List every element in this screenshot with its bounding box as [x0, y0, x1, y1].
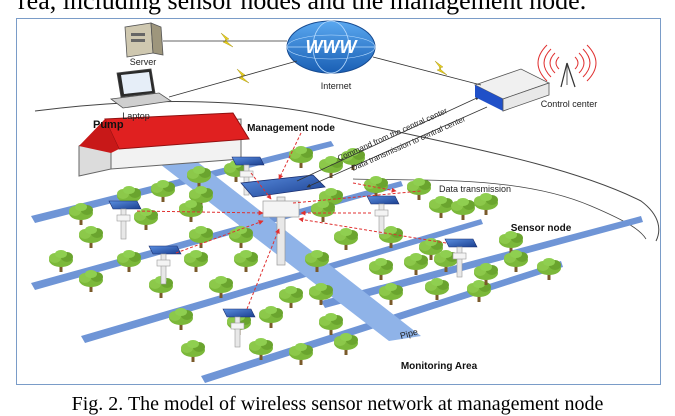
uplink-line	[296, 96, 480, 182]
internet-links	[163, 40, 482, 98]
www-label: WWW	[306, 37, 359, 57]
control-center-icon	[473, 62, 576, 112]
header-text: rea, including sensor nodes and the mana…	[18, 0, 587, 15]
server-icon	[124, 22, 164, 58]
control-center-label: Control center	[541, 99, 598, 109]
area-boundary	[34, 101, 660, 242]
laptop-icon	[109, 68, 173, 109]
monitoring-area-label: Monitoring Area	[401, 361, 478, 372]
data-transmission-label: Data transmission	[439, 184, 511, 194]
figure-frame: WWW Server Laptop Internet Control cente…	[16, 18, 661, 385]
internet-label: Internet	[321, 81, 352, 91]
signal-waves-icon	[537, 44, 597, 82]
area-boundary-inner	[352, 178, 647, 240]
internet-globe-icon	[286, 20, 376, 74]
management-node	[240, 174, 326, 266]
pipe	[156, 153, 421, 341]
sensor-node-label: Sensor node	[511, 223, 572, 234]
pump-label: Pump	[93, 119, 124, 131]
network-diagram: WWW Server Laptop Internet Control cente…	[31, 20, 660, 383]
figure-caption: Fig. 2. The model of wireless sensor net…	[71, 393, 604, 415]
lightning-icons	[220, 32, 448, 84]
wireless-links	[136, 132, 447, 310]
downlink-line	[306, 106, 488, 188]
server-label: Server	[130, 57, 157, 67]
management-node-label: Management node	[247, 123, 335, 134]
pipe-label: Pipe	[399, 327, 419, 341]
laptop-label: Laptop	[122, 111, 150, 121]
